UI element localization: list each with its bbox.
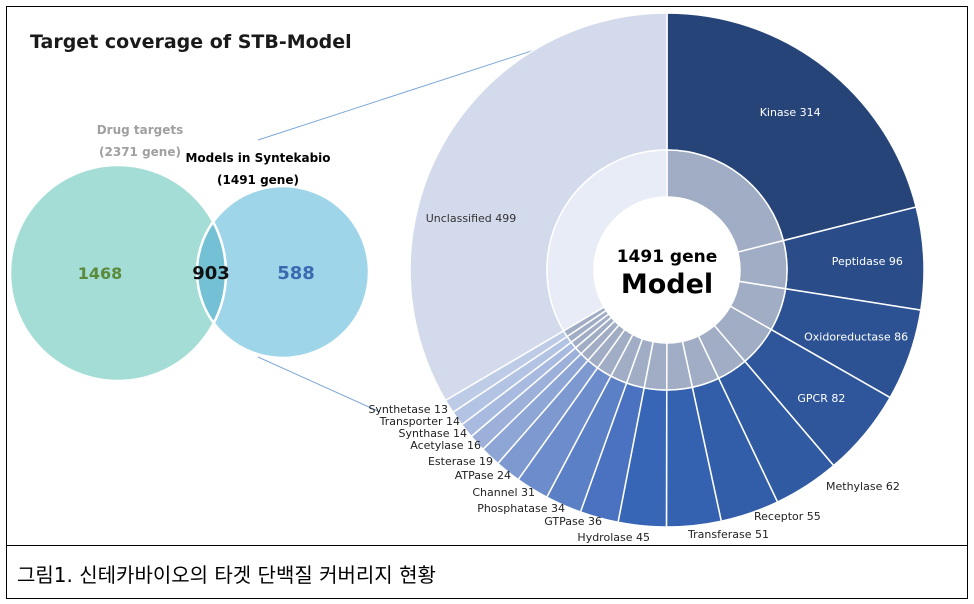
center-label-top: 1491 gene [617,247,718,267]
slice-label-methylase: Methylase 62 [826,480,900,493]
slice-label-synthetase: Synthetase 13 [368,403,448,416]
slice-label-kinase: Kinase 314 [760,106,821,119]
slice-label-receptor: Receptor 55 [754,510,821,523]
slice-label-gtpase: GTPase 36 [544,515,602,528]
slice-label-hydrolase: Hydrolase 45 [577,531,650,544]
venn-right-label: Models in Syntekabio [185,151,330,165]
figure-box [6,6,968,546]
chart-canvas: Target coverage of STB-Model Drug target… [8,12,925,544]
venn-right-count: 588 [277,263,315,284]
connector-line-bottom [257,356,381,413]
slice-label-atpase: ATPase 24 [455,469,511,482]
donut-center [594,197,740,343]
slice-label-synthase: Synthase 14 [399,427,467,440]
slice-label-esterase: Esterase 19 [428,455,493,468]
slice-label-channel: Channel 31 [472,486,535,499]
venn-overlap-region [197,221,226,323]
slice-label-transferase: Transferase 51 [687,528,769,541]
slice-label-unclassified: Unclassified 499 [426,212,517,225]
slice-label-transporter: Transporter 14 [379,415,460,428]
center-label-bottom: Model [621,269,713,300]
venn-diagram: Drug targets (2371 gene) Models in Synte… [8,123,371,383]
venn-left-label: Drug targets [97,123,184,137]
figure-caption: 그림1. 신테카바이오의 타겟 단백질 커버리지 현황 [17,563,436,587]
slice-label-phosphatase: Phosphatase 34 [477,502,565,515]
venn-right-circle [197,186,369,358]
venn-left-count: 1468 [78,264,123,283]
venn-right-sublabel: (1491 gene) [217,173,299,187]
slice-label-peptidase: Peptidase 96 [832,255,903,268]
venn-left-sublabel: (2371 gene) [99,145,181,159]
slice-label-acetylase: Acetylase 16 [410,439,481,452]
venn-left-outline [8,163,228,383]
venn-left-circle [10,165,226,381]
chart-title: Target coverage of STB-Model [30,31,352,53]
venn-overlap-count: 903 [192,263,230,284]
caption-box: 그림1. 신테카바이오의 타겟 단백질 커버리지 현황 [6,545,968,599]
slice-label-oxidoreductase: Oxidoreductase 86 [804,331,908,344]
venn-right-outline [195,184,371,360]
slice-label-gpcr: GPCR 82 [797,392,845,405]
